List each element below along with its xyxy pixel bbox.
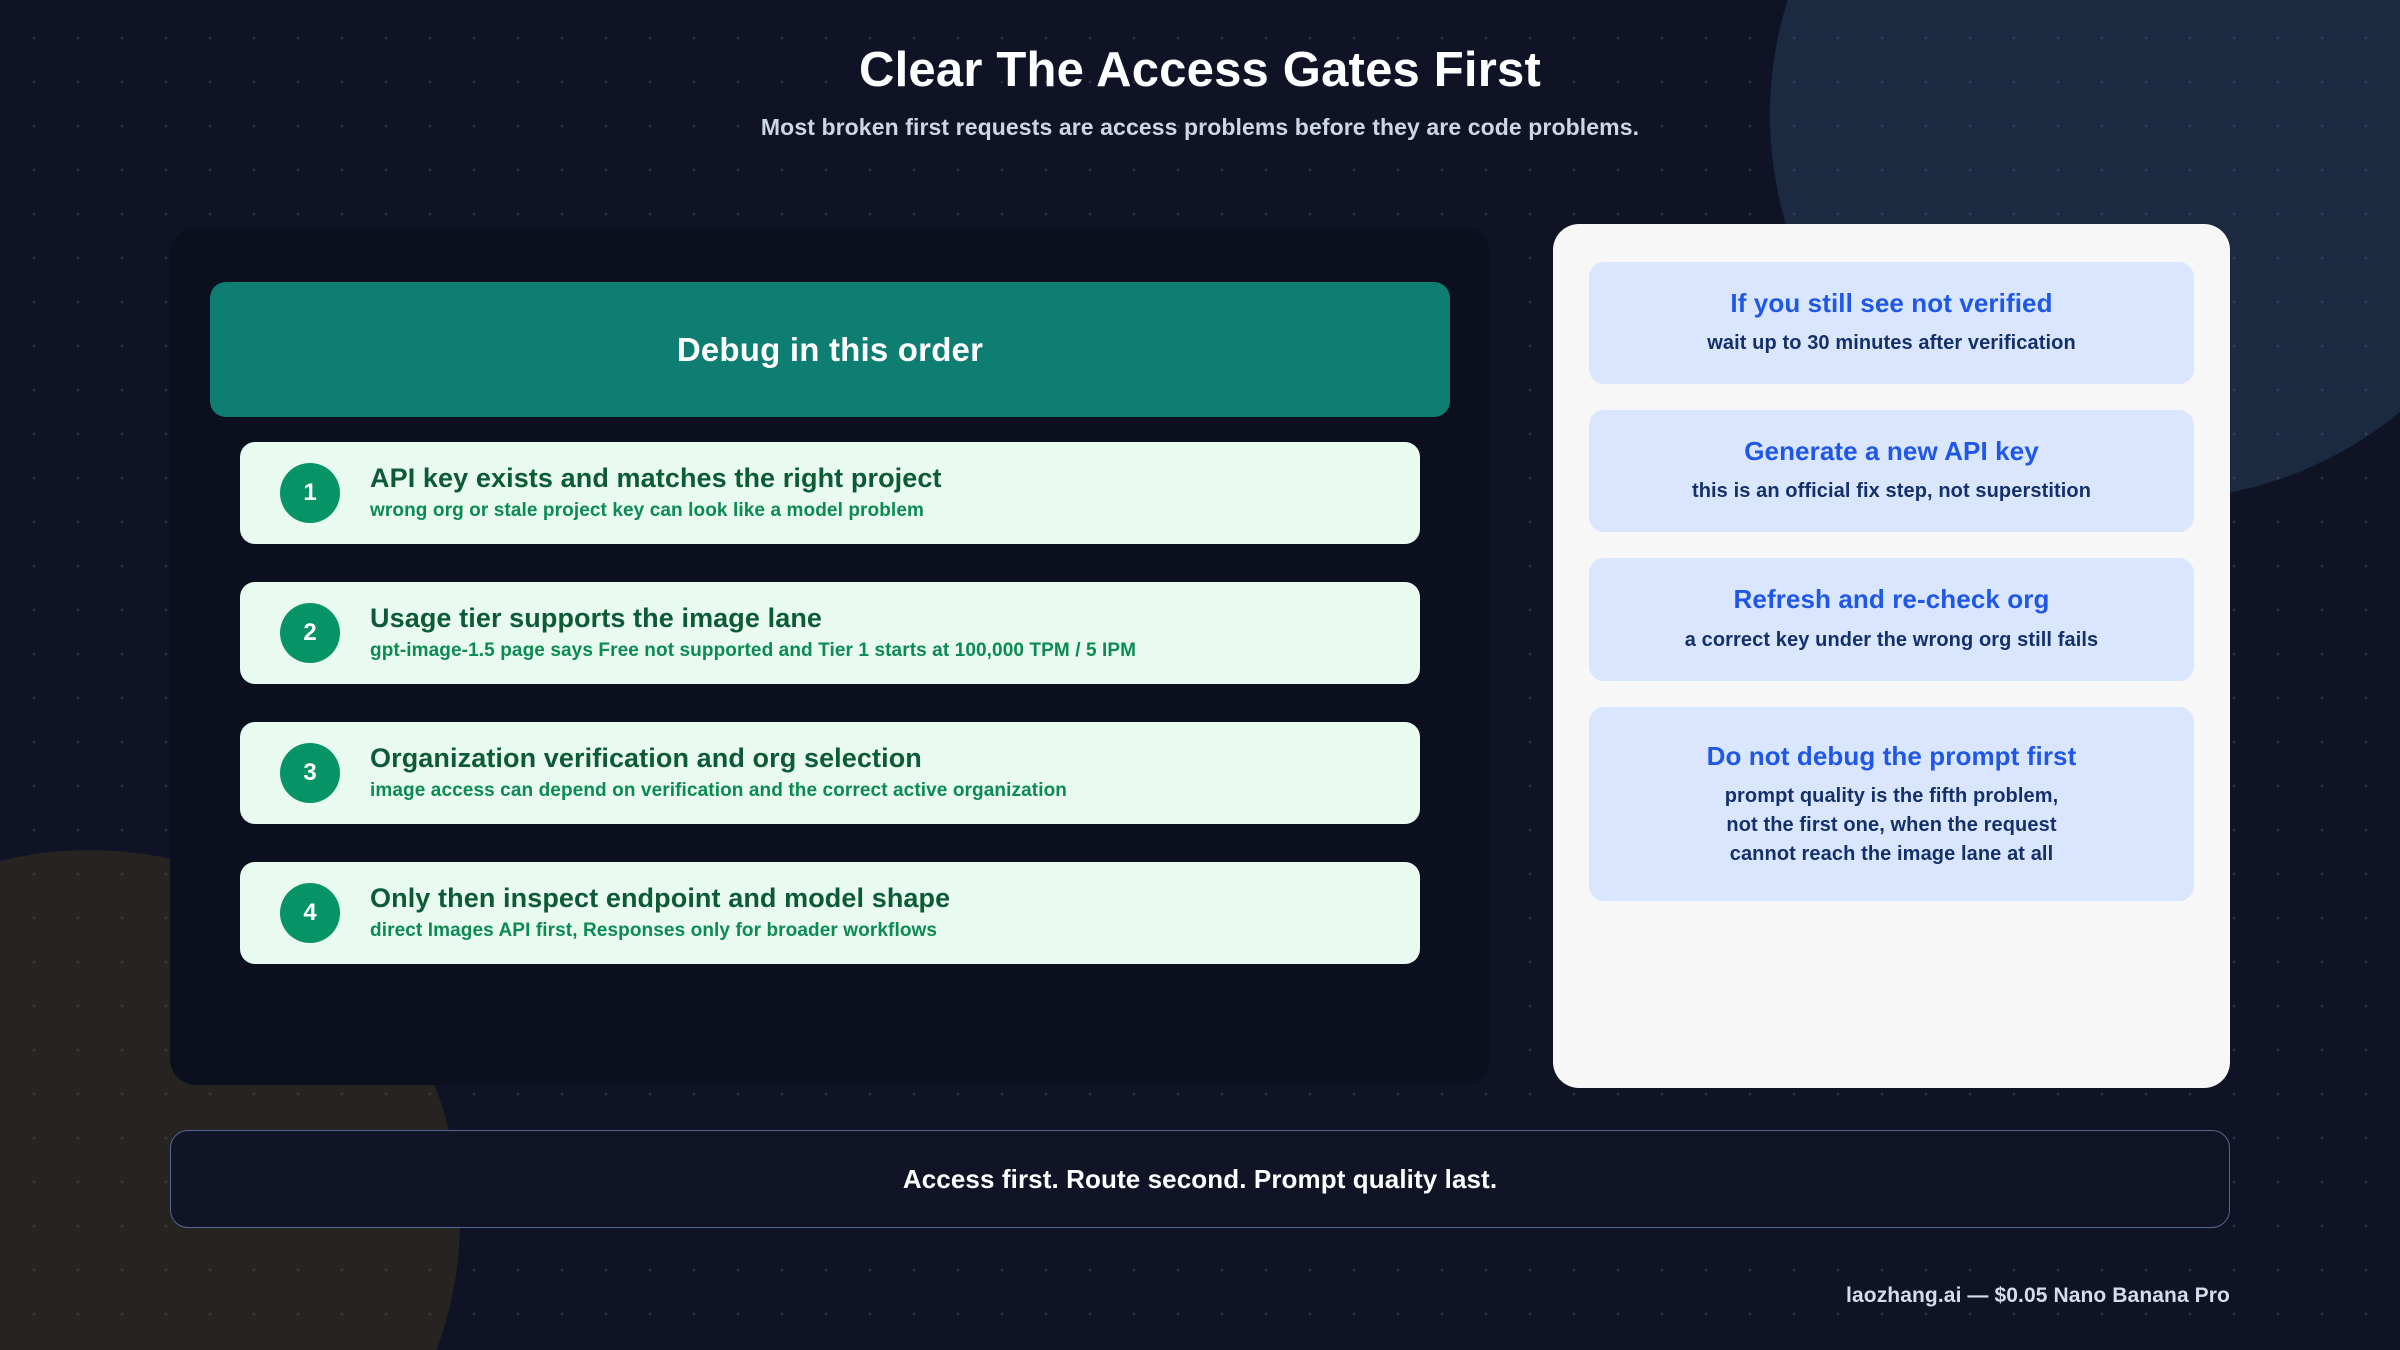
- step-title: Organization verification and org select…: [370, 743, 922, 774]
- debug-step-item[interactable]: 2 Usage tier supports the image lane gpt…: [240, 582, 1420, 684]
- tip-title: Generate a new API key: [1744, 436, 2039, 467]
- debug-order-header-bar: Debug in this order: [210, 282, 1450, 417]
- step-subtitle: direct Images API first, Responses only …: [370, 920, 938, 942]
- step-text-block: Usage tier supports the image lane gpt-i…: [370, 603, 1136, 663]
- step-number-badge: 3: [280, 743, 340, 803]
- tip-subtitle-line: prompt quality is the fifth problem,: [1724, 784, 2059, 807]
- step-title: API key exists and matches the right pro…: [370, 463, 942, 494]
- summary-banner-text: Access first. Route second. Prompt quali…: [902, 1163, 1498, 1194]
- debug-step-item[interactable]: 4 Only then inspect endpoint and model s…: [240, 862, 1420, 964]
- tip-card[interactable]: Do not debug the prompt first prompt qua…: [1589, 706, 2194, 901]
- tip-subtitle: this is an official fix step, not supers…: [1691, 480, 2092, 503]
- tip-subtitle: wait up to 30 minutes after verification: [1707, 332, 2076, 355]
- step-subtitle: image access can depend on verification …: [370, 780, 1067, 802]
- page-title: Clear The Access Gates First: [859, 43, 1541, 97]
- step-number-badge: 1: [280, 463, 340, 523]
- tip-subtitle-multiline: prompt quality is the fifth problem, not…: [1609, 782, 2174, 869]
- tip-card[interactable]: Generate a new API key this is an offici…: [1589, 410, 2194, 533]
- tip-subtitle: a correct key under the wrong org still …: [1684, 628, 2099, 651]
- tip-card[interactable]: Refresh and re-check org a correct key u…: [1589, 558, 2194, 681]
- tips-panel: If you still see not verified wait up to…: [1553, 224, 2230, 1088]
- tip-subtitle-line: cannot reach the image lane at all: [1729, 842, 2054, 865]
- header: Clear The Access Gates First Most broken…: [0, 44, 2400, 141]
- step-text-block: Organization verification and org select…: [370, 743, 1067, 803]
- tip-card[interactable]: If you still see not verified wait up to…: [1589, 262, 2194, 385]
- step-title: Only then inspect endpoint and model sha…: [370, 883, 951, 914]
- debug-step-item[interactable]: 3 Organization verification and org sele…: [240, 722, 1420, 824]
- debug-step-list: 1 API key exists and matches the right p…: [240, 442, 1420, 964]
- tip-title: If you still see not verified: [1730, 288, 2053, 318]
- tip-subtitle-line: not the first one, when the request: [1726, 813, 2057, 836]
- step-subtitle: wrong org or stale project key can look …: [370, 500, 924, 522]
- tip-title: Do not debug the prompt first: [1706, 740, 2077, 771]
- debug-order-header-label: Debug in this order: [676, 330, 984, 368]
- step-subtitle: gpt-image-1.5 page says Free not support…: [370, 640, 1137, 662]
- step-text-block: Only then inspect endpoint and model sha…: [370, 883, 950, 943]
- step-number-badge: 2: [280, 603, 340, 663]
- debug-step-item[interactable]: 1 API key exists and matches the right p…: [240, 442, 1420, 544]
- summary-banner: Access first. Route second. Prompt quali…: [170, 1130, 2230, 1228]
- tip-title: Refresh and re-check org: [1733, 584, 2050, 615]
- step-title: Usage tier supports the image lane: [370, 603, 823, 634]
- step-number-badge: 4: [280, 883, 340, 943]
- attribution-text: laozhang.ai — $0.05 Nano Banana Pro: [1846, 1284, 2230, 1307]
- step-text-block: API key exists and matches the right pro…: [370, 463, 942, 523]
- page-subtitle: Most broken first requests are access pr…: [760, 113, 1640, 140]
